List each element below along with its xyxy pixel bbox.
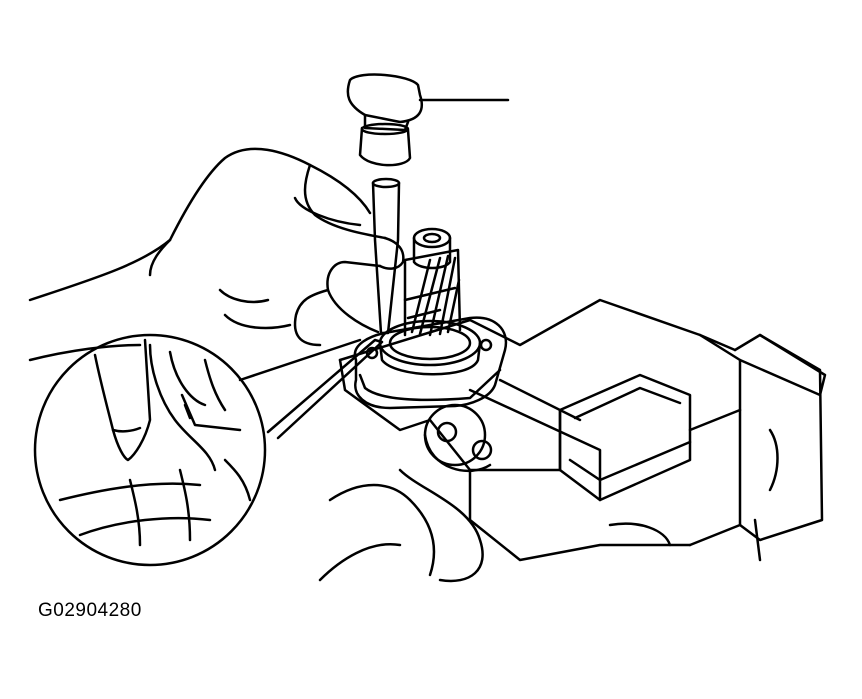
punch <box>373 179 399 333</box>
figure-code: G02904280 <box>38 600 142 621</box>
hand <box>30 149 403 360</box>
detail-magnifier <box>35 335 382 565</box>
hammer <box>348 75 508 166</box>
flange-plate <box>355 318 506 408</box>
transmission-case <box>320 300 825 581</box>
driven-gear-shaft <box>380 229 480 374</box>
